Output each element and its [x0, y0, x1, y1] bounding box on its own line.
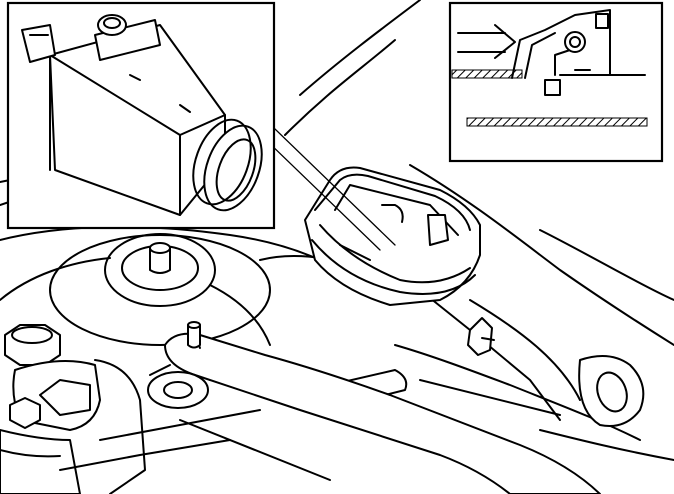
right-bracket [578, 355, 645, 427]
upper-hatched-plate [451, 69, 523, 79]
grommet-opening [304, 166, 481, 306]
cable-clip [419, 289, 561, 421]
inset-right [448, 1, 664, 163]
inset-left [6, 1, 276, 230]
strut-tower [49, 233, 271, 346]
wiper-linkage [147, 321, 601, 494]
lower-hatched-plate [466, 117, 648, 127]
arrow-icon [457, 24, 516, 59]
